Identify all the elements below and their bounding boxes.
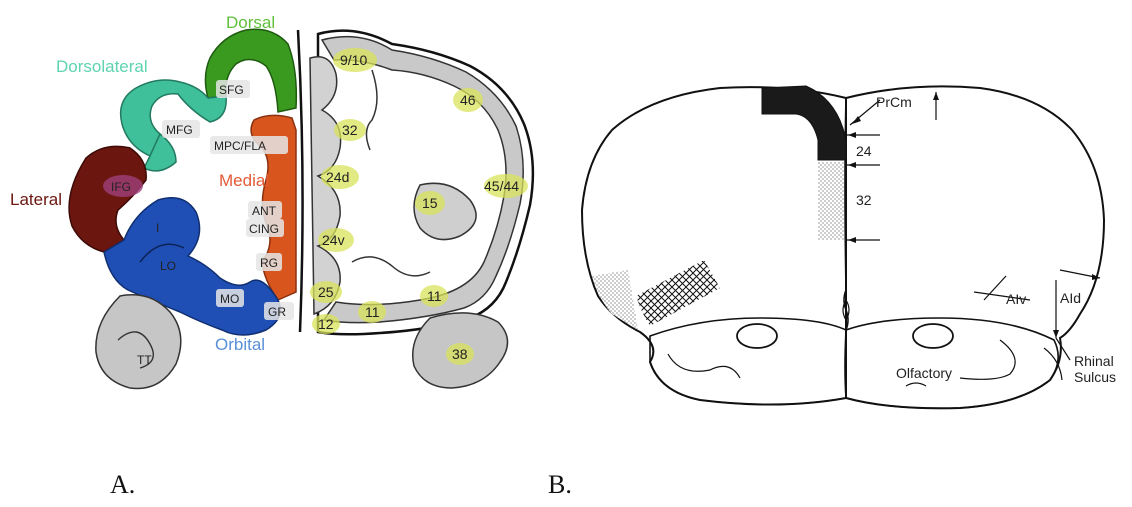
left-hemisphere-outline bbox=[582, 87, 846, 404]
label-ifg: IFG bbox=[111, 180, 131, 194]
panel-b: PrCm 24 32 AIv AId Rhinal Sulcus Olfacto… bbox=[582, 86, 1116, 408]
label-rhinal: Rhinal bbox=[1074, 353, 1114, 369]
tt-gyrus bbox=[96, 295, 181, 389]
label-cing: CING bbox=[249, 222, 279, 236]
label-mo: MO bbox=[220, 292, 239, 306]
label-prcm: PrCm bbox=[876, 94, 912, 110]
right-hemisphere-outline-b bbox=[846, 86, 1104, 408]
region-dorsal: Dorsal bbox=[226, 13, 275, 32]
label-ald: AId bbox=[1060, 290, 1081, 306]
area-11-medial: 11 bbox=[365, 304, 380, 320]
label-tt: TT bbox=[137, 353, 152, 367]
dotted-lateral-area bbox=[592, 270, 638, 330]
dotted-area-32 bbox=[818, 162, 844, 240]
label-24: 24 bbox=[856, 143, 872, 159]
crosshatched-area bbox=[636, 260, 720, 326]
label-mfg: MFG bbox=[166, 123, 193, 137]
midline bbox=[298, 30, 303, 332]
right-olfactory-curve bbox=[960, 340, 1015, 379]
left-olfactory-curve bbox=[668, 354, 740, 378]
label-lo: LO bbox=[160, 259, 176, 273]
squiggle bbox=[906, 383, 926, 386]
region-medial: Medial bbox=[219, 171, 269, 190]
label-sfg: SFG bbox=[219, 83, 244, 97]
label-i: I bbox=[156, 221, 159, 235]
area-45-44: 45/44 bbox=[484, 178, 519, 194]
panel-a-label: A. bbox=[110, 470, 135, 500]
label-mpc-fla: MPC/FLA bbox=[214, 139, 266, 153]
label-alv: AIv bbox=[1006, 291, 1026, 307]
label-ant: ANT bbox=[252, 204, 277, 218]
area-38: 38 bbox=[452, 346, 468, 362]
label-rg: RG bbox=[260, 256, 278, 270]
black-area-24 bbox=[762, 86, 846, 160]
area-15: 15 bbox=[422, 195, 438, 211]
right-olfactory-bulb bbox=[913, 324, 953, 348]
area-32: 32 bbox=[342, 122, 358, 138]
area-24d: 24d bbox=[326, 169, 349, 185]
region-dorsolateral: Dorsolateral bbox=[56, 57, 148, 76]
area-12: 12 bbox=[318, 316, 334, 332]
region-orbital: Orbital bbox=[215, 335, 265, 354]
left-olfactory-bulb bbox=[737, 324, 777, 348]
region-lateral: Lateral bbox=[10, 190, 62, 209]
left-orbital-lobe bbox=[650, 318, 846, 405]
label-sulcus: Sulcus bbox=[1074, 369, 1116, 385]
label-32: 32 bbox=[856, 192, 872, 208]
panel-b-label: B. bbox=[548, 470, 572, 500]
area-24v: 24v bbox=[322, 232, 345, 248]
area-46: 46 bbox=[460, 92, 476, 108]
panel-a: Dorsal Dorsolateral Lateral Medial Orbit… bbox=[10, 13, 533, 389]
label-olfactory: Olfactory bbox=[896, 365, 952, 381]
area-9-10: 9/10 bbox=[340, 52, 367, 68]
area-25: 25 bbox=[318, 284, 334, 300]
label-gr: GR bbox=[268, 305, 286, 319]
area-11-lateral: 11 bbox=[427, 288, 442, 304]
